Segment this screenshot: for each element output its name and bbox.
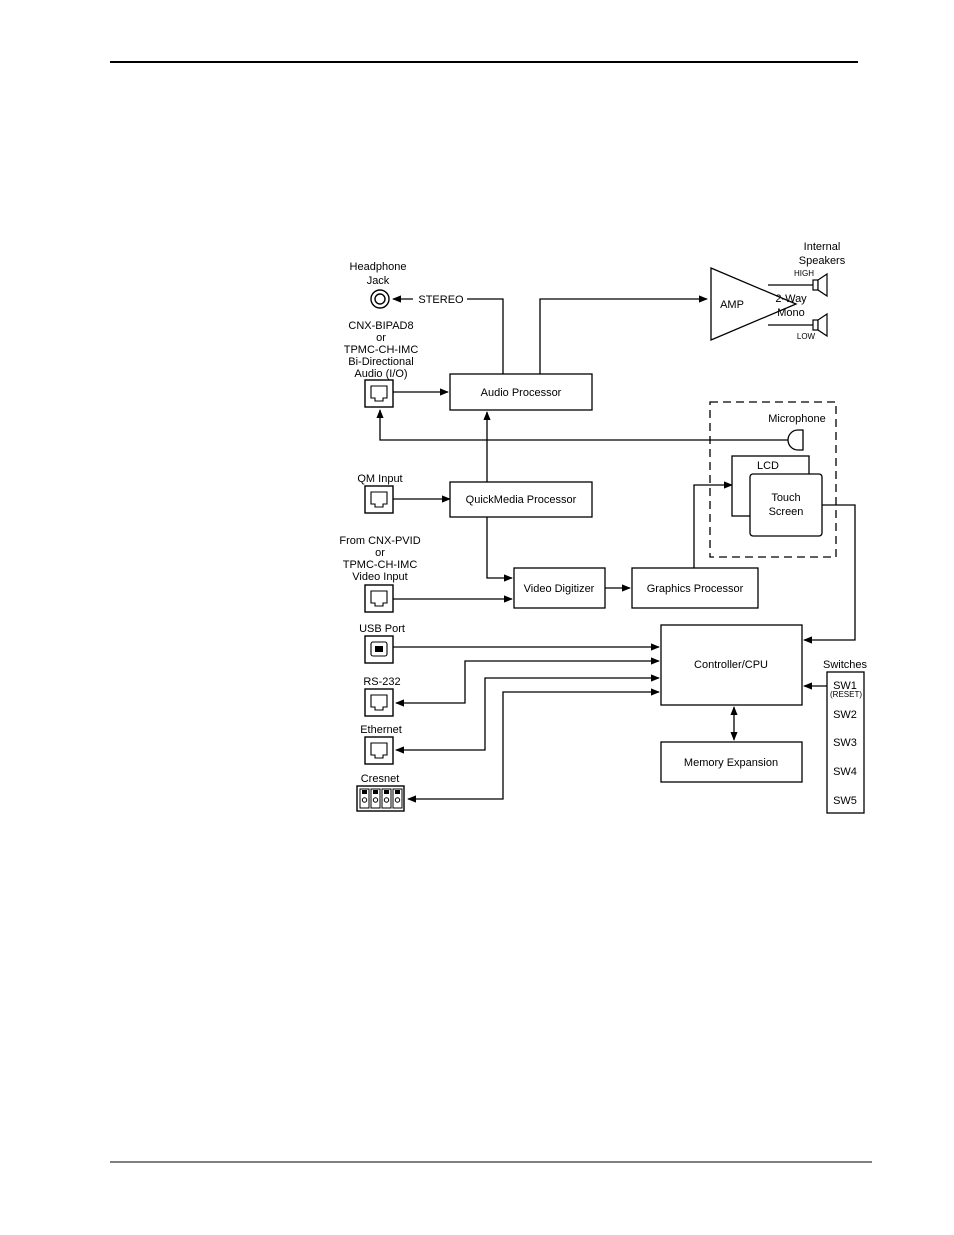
svg-text:QuickMedia Processor: QuickMedia Processor [466, 494, 577, 506]
svg-text:or: or [375, 547, 385, 559]
low-label: LOW [797, 332, 816, 341]
bidirectional-audio-label: CNX-BIPAD8 [348, 320, 413, 332]
audio-processor-block: Audio Processor [449, 373, 593, 411]
controller-cpu-block: Controller/CPU [660, 624, 803, 706]
video-digitizer-block: Video Digitizer [513, 567, 606, 609]
amp-block: AMP [710, 267, 798, 341]
svg-text:TPMC-CH-IMC: TPMC-CH-IMC [344, 344, 419, 356]
svg-text:Video Digitizer: Video Digitizer [524, 583, 595, 595]
cresnet-connector-icon [356, 785, 405, 812]
svg-text:Audio (I/O): Audio (I/O) [354, 368, 407, 380]
svg-text:Speakers: Speakers [799, 255, 846, 267]
usb-port-icon [364, 635, 394, 664]
switches-block: SW1 (RESET) SW2 SW3 SW4 SW5 [826, 671, 865, 814]
svg-text:Bi-Directional: Bi-Directional [348, 356, 413, 368]
microphone-icon [787, 429, 804, 451]
sw1-label: SW1 [833, 680, 857, 692]
rs232-jack-icon [364, 688, 394, 717]
two-way-mono-label: 2-Way [775, 293, 807, 305]
microphone-label: Microphone [768, 413, 825, 425]
svg-text:Audio Processor: Audio Processor [481, 387, 562, 399]
svg-text:TPMC-CH-IMC: TPMC-CH-IMC [343, 559, 418, 571]
headphone-jack-icon [370, 289, 390, 309]
sw4-label: SW4 [833, 766, 857, 778]
rs232-label: RS-232 [363, 676, 400, 688]
svg-text:Touch: Touch [771, 492, 800, 504]
usb-port-label: USB Port [359, 623, 405, 635]
ethernet-jack-icon [364, 736, 394, 765]
speaker-high-icon [812, 272, 828, 298]
video-input-label: From CNX-PVID [339, 535, 420, 547]
svg-text:AMP: AMP [720, 299, 744, 311]
svg-text:Mono: Mono [777, 307, 805, 319]
svg-text:Screen: Screen [769, 506, 804, 518]
memory-expansion-block: Memory Expansion [660, 741, 803, 783]
svg-text:or: or [376, 332, 386, 344]
svg-text:LCD: LCD [757, 460, 779, 472]
high-label: HIGH [794, 269, 814, 278]
display-module: LCD Touch Screen [709, 401, 837, 558]
video-input-jack-icon [364, 584, 394, 613]
qm-input-jack-icon [364, 485, 394, 514]
internal-speakers-label: Internal [804, 241, 841, 253]
sw2-label: SW2 [833, 709, 857, 721]
switches-label: Switches [823, 659, 868, 671]
connections [376, 284, 856, 803]
svg-text:Controller/CPU: Controller/CPU [694, 659, 768, 671]
svg-text:Memory Expansion: Memory Expansion [684, 757, 778, 769]
speaker-low-icon [812, 312, 828, 338]
cresnet-label: Cresnet [361, 773, 400, 785]
bidirectional-audio-jack-icon [364, 379, 394, 408]
qm-input-label: QM Input [357, 473, 402, 485]
ethernet-label: Ethernet [360, 724, 402, 736]
svg-text:Jack: Jack [367, 275, 390, 287]
stereo-label: STEREO [418, 294, 464, 306]
reset-label: (RESET) [830, 690, 862, 699]
graphics-processor-block: Graphics Processor [631, 567, 759, 609]
headphone-jack-label: Headphone [350, 261, 407, 273]
sw3-label: SW3 [833, 737, 857, 749]
svg-text:Graphics Processor: Graphics Processor [647, 583, 744, 595]
sw5-label: SW5 [833, 795, 857, 807]
quickmedia-processor-block: QuickMedia Processor [449, 481, 593, 518]
svg-text:Video Input: Video Input [352, 571, 407, 583]
